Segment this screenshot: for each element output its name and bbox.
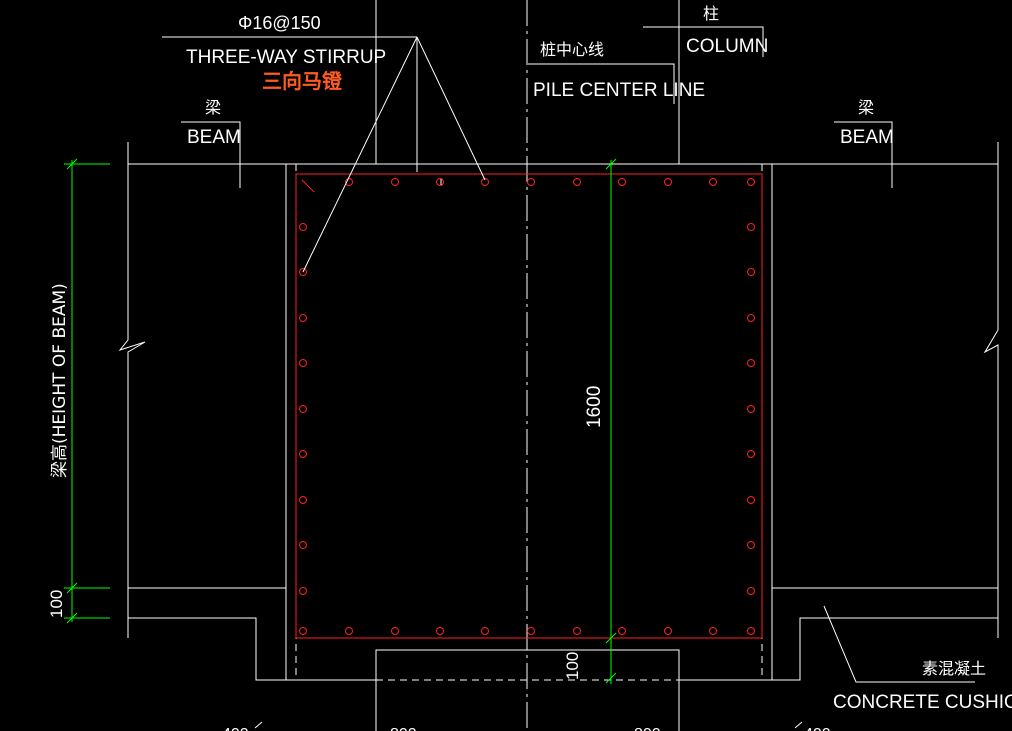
rebar-bar	[747, 405, 755, 413]
rebar-bar	[299, 405, 307, 413]
rebar-bar	[391, 627, 399, 635]
rebar-bar	[747, 627, 755, 635]
rebar-bar	[664, 178, 672, 186]
rebar-bar	[299, 223, 307, 231]
rebar-bar	[436, 627, 444, 635]
rebar-bar	[747, 450, 755, 458]
beam-outlines	[118, 142, 999, 681]
rebar-bar	[747, 359, 755, 367]
stirrup-label-en: THREE-WAY STIRRUP	[186, 47, 386, 68]
pile-center-label-en: PILE CENTER LINE	[533, 80, 705, 101]
pile-cap-outline	[285, 164, 773, 681]
rebar-bar	[299, 541, 307, 549]
column-label-cn: 柱	[703, 4, 719, 23]
bottom-dim-line	[254, 721, 803, 729]
rebar-bar	[391, 178, 399, 186]
rebar-bar	[527, 178, 535, 186]
dim-1600: 1600	[584, 386, 605, 428]
rebar-bar	[345, 178, 353, 186]
rebar-bar	[664, 627, 672, 635]
rebar-bar	[527, 627, 535, 635]
rebar-bar	[299, 268, 307, 276]
dimension-lines	[64, 158, 617, 684]
rebar-cage	[295, 173, 763, 639]
label-leaders	[181, 26, 975, 683]
rebar-bar	[481, 627, 489, 635]
pile-center-label-cn: 桩中心线	[540, 40, 604, 59]
rebar-bars	[299, 178, 755, 635]
rebar-bar	[299, 450, 307, 458]
dim-100-left: 100	[47, 590, 66, 618]
rebar-bar	[299, 314, 307, 322]
rebar-bar	[573, 178, 581, 186]
rebar-bar	[747, 268, 755, 276]
rebar-bar	[299, 627, 307, 635]
bottom-dim-3: 800	[634, 726, 661, 731]
rebar-bar	[747, 496, 755, 504]
rebar-bar	[618, 178, 626, 186]
bottom-dim-2: 800	[390, 726, 417, 731]
rebar-bar	[573, 627, 581, 635]
bottom-dim-1: 400	[222, 726, 249, 731]
rebar-bar	[747, 587, 755, 595]
rebar-bar	[299, 359, 307, 367]
beam-left-label-cn: 梁	[205, 98, 221, 117]
rebar-bar	[709, 627, 717, 635]
stirrup-spec-label: Φ16@150	[238, 13, 321, 33]
rebar-bar	[481, 178, 489, 186]
stirrup-leaders	[162, 36, 486, 273]
rebar-bar	[747, 314, 755, 322]
dim-100-bottom: 100	[563, 652, 582, 680]
beam-right-label-cn: 梁	[858, 98, 874, 117]
beam-left-label-en: BEAM	[187, 127, 241, 148]
rebar-bar	[747, 541, 755, 549]
bottom-dim-4: 400	[804, 726, 831, 731]
rebar-bar	[299, 496, 307, 504]
rebar-bar	[436, 178, 444, 186]
rebar-bar	[709, 178, 717, 186]
rebar-bar	[747, 223, 755, 231]
beam-right-label-en: BEAM	[840, 127, 894, 148]
rebar-bar	[747, 178, 755, 186]
column-label-en: COLUMN	[686, 36, 768, 57]
cushion-dashed-lines	[295, 164, 763, 681]
height-of-beam-label: 梁高(HEIGHT OF BEAM)	[50, 283, 70, 478]
stirrup-label-cn: 三向马镫	[262, 69, 343, 93]
rebar-bar	[345, 627, 353, 635]
cushion-label-cn: 素混凝土	[922, 659, 986, 678]
rebar-bar	[618, 627, 626, 635]
rebar-bar	[299, 587, 307, 595]
cushion-label-en: CONCRETE CUSHION	[833, 692, 1012, 713]
